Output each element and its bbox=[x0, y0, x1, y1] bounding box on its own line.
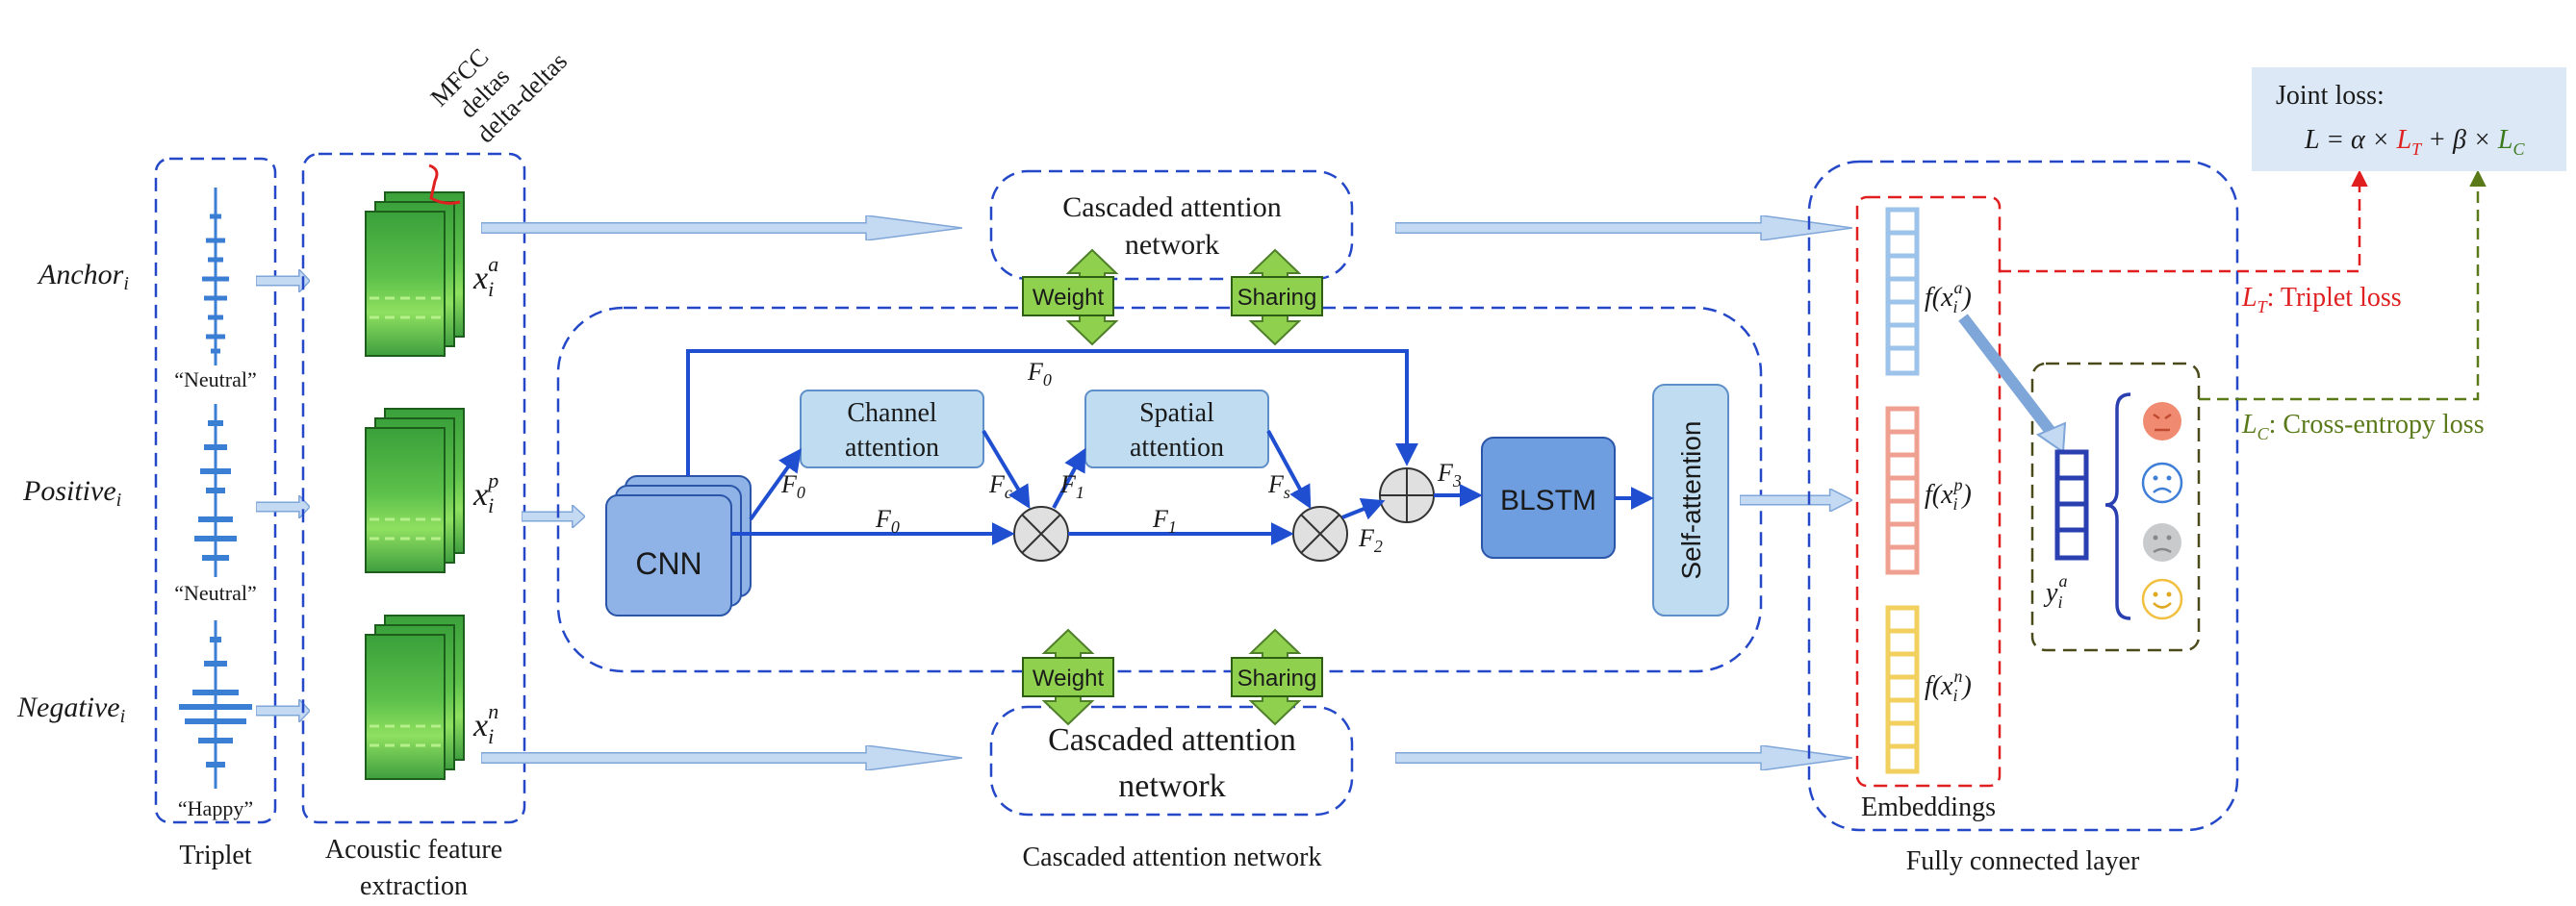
weight-label-top: Weight bbox=[1033, 285, 1105, 311]
face-neutral-icon bbox=[2143, 523, 2181, 562]
fs-label: Fs bbox=[1267, 470, 1290, 502]
arrow-feat-can-bottom bbox=[481, 745, 962, 770]
emotion-anchor: “Neutral” bbox=[174, 367, 257, 391]
arrow-wave-feat-anchor bbox=[256, 269, 310, 292]
face-happy-icon bbox=[2141, 578, 2183, 620]
sharing-label-top: Sharing bbox=[1237, 285, 1317, 311]
embedding-p-label: f(xip) bbox=[1925, 475, 1972, 514]
channel-attention-line1: Channel bbox=[847, 398, 937, 428]
arrow-feat-cnn bbox=[522, 505, 585, 528]
channel-attention-line2: attention bbox=[845, 433, 939, 463]
multiply-node-2 bbox=[1292, 506, 1348, 562]
classifier-box bbox=[2030, 362, 2201, 652]
self-attention-label: Self-attention bbox=[1676, 421, 1706, 580]
caption-triplet: Triplet bbox=[179, 841, 251, 870]
embedding-a bbox=[1885, 207, 1920, 376]
acoustic-box bbox=[301, 152, 526, 824]
can-bottom-line2: network bbox=[1118, 768, 1225, 804]
joint-loss-title: Joint loss: bbox=[2276, 81, 2385, 111]
arrow-feat-can-top bbox=[481, 215, 962, 240]
feature-bracket bbox=[428, 164, 461, 205]
can-box-top bbox=[989, 169, 1354, 281]
caption-fc: Fully connected layer bbox=[1906, 846, 2140, 876]
prediction-vector bbox=[2054, 449, 2089, 561]
waveform-anchor bbox=[202, 188, 229, 365]
spatial-attention-block bbox=[1084, 390, 1269, 468]
label-positive: Positivei bbox=[22, 475, 121, 511]
joint-loss-box bbox=[2252, 67, 2566, 171]
fc-box bbox=[1807, 160, 2239, 832]
embedding-n bbox=[1885, 605, 1920, 774]
label-negative: Negativei bbox=[16, 692, 125, 727]
f1-b-label: F1 bbox=[1152, 505, 1177, 537]
face-sad-icon bbox=[2141, 462, 2183, 504]
arrow-wave-feat-negative bbox=[256, 699, 310, 722]
spectrogram-positive bbox=[365, 408, 465, 573]
can-bottom-line1: Cascaded attention bbox=[1048, 722, 1296, 758]
arrow-self-attn-emb bbox=[1740, 489, 1852, 512]
ce-loss-label: LC: Cross-entropy loss bbox=[2241, 410, 2485, 443]
feature-types: MFCC deltas delta-deltas bbox=[425, 43, 573, 149]
cnn-block: CNN bbox=[605, 475, 752, 617]
embeddings-box bbox=[1855, 195, 2002, 788]
spatial-attention-line1: Spatial bbox=[1139, 398, 1214, 428]
arrow-can-top-emb bbox=[1395, 215, 1852, 240]
caption-acoustic-1: Acoustic feature bbox=[325, 835, 502, 865]
weight-sharing-top: Weight Sharing bbox=[1022, 248, 1323, 346]
blstm-label: BLSTM bbox=[1500, 485, 1596, 516]
joint-loss-formula: L = α × LT + β × LC bbox=[2304, 125, 2525, 159]
feat-label-anchor: xia bbox=[472, 252, 498, 301]
add-node bbox=[1379, 467, 1435, 523]
prediction-label: yia bbox=[2043, 571, 2067, 612]
f0-b-label: F0 bbox=[875, 505, 900, 537]
f0-top-label: F0 bbox=[1027, 358, 1052, 390]
spatial-attention-line2: attention bbox=[1130, 433, 1224, 463]
triplet-loss-line bbox=[1998, 173, 2359, 273]
spectrogram-anchor bbox=[365, 191, 465, 357]
arrow-wave-feat-positive bbox=[256, 495, 310, 518]
arrow-can-bottom-emb bbox=[1395, 745, 1852, 770]
channel-attention-block bbox=[800, 390, 984, 468]
sharing-label-bottom: Sharing bbox=[1237, 666, 1317, 692]
embedding-a-label: f(xia) bbox=[1925, 278, 1972, 316]
emotion-positive: “Neutral” bbox=[174, 581, 257, 605]
label-anchor: Anchori bbox=[37, 259, 129, 294]
arrow-emb-classifier bbox=[1958, 314, 2056, 437]
can-top-line2: network bbox=[1125, 229, 1219, 261]
face-angry-icon bbox=[2143, 402, 2181, 440]
caption-embeddings: Embeddings bbox=[1861, 793, 1996, 822]
weight-sharing-bottom: Weight Sharing bbox=[1022, 628, 1323, 726]
weight-label-bottom: Weight bbox=[1033, 666, 1105, 692]
emotion-negative: “Happy” bbox=[178, 796, 253, 820]
class-brace bbox=[2104, 392, 2131, 620]
fc-label: Fc bbox=[988, 470, 1012, 502]
f1-a-label: F1 bbox=[1059, 470, 1084, 502]
flow-arrows bbox=[686, 349, 1654, 545]
can-box-middle bbox=[556, 306, 1763, 673]
triplet-box bbox=[154, 157, 277, 824]
triplet-loss-label: LT: Triplet loss bbox=[2241, 283, 2402, 316]
ce-loss-line bbox=[2199, 169, 2487, 401]
spectrogram-negative bbox=[365, 615, 465, 780]
embedding-p bbox=[1885, 406, 1920, 575]
embedding-n-label: f(xin) bbox=[1925, 667, 1972, 705]
can-box-bottom bbox=[989, 705, 1354, 817]
feat-label-positive: xip bbox=[472, 468, 498, 517]
caption-acoustic-2: extraction bbox=[360, 871, 468, 901]
feat-label-negative: xin bbox=[472, 699, 498, 748]
f2-label: F2 bbox=[1358, 524, 1383, 556]
multiply-node-1 bbox=[1013, 506, 1069, 562]
can-top-line1: Cascaded attention bbox=[1062, 191, 1281, 223]
f3-label: F3 bbox=[1437, 459, 1462, 491]
waveform-negative bbox=[179, 620, 252, 789]
cnn-label: CNN bbox=[635, 546, 701, 581]
waveform-positive bbox=[194, 404, 237, 577]
caption-can: Cascaded attention network bbox=[1022, 843, 1321, 872]
f0-a-label: F0 bbox=[780, 470, 805, 502]
